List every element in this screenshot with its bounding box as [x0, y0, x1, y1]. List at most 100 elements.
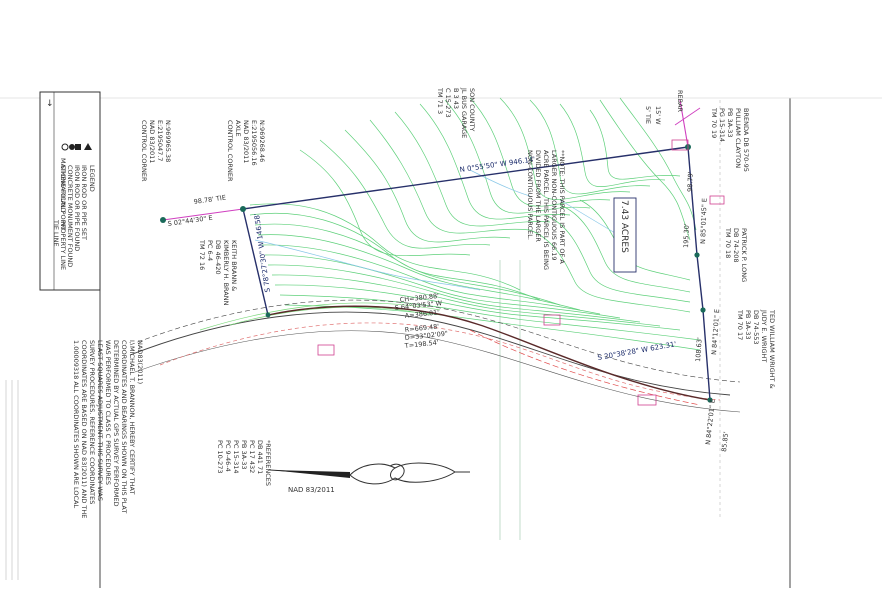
certification-block: NAD83(2011) I, MICHAEL T. BRANNON, HEREB… [72, 340, 144, 518]
owner-line: TED WILLIAM WRIGHT & [768, 309, 776, 389]
acreage-label: 7.43 ACRES [619, 200, 629, 253]
note-line: **NOTE: THIS PARCEL IS PART OF A [558, 150, 566, 264]
curve-tangent: T=198.54' [403, 338, 439, 350]
owner-line: KEITH BRANN & [230, 240, 238, 291]
owner-line: PG 15-314 [718, 108, 726, 142]
references-title: *REFERENCES [264, 440, 272, 486]
control-corner-block-1: N:969965.38 E:2195047.7 NAD 83/2011 CONT… [140, 120, 172, 182]
boundary-line-west [242, 208, 269, 316]
label-top2-distance: 85.85' [720, 431, 730, 452]
owner-line: JL BUS GARAGE [460, 87, 468, 138]
owner-line: TM 70 19 [710, 107, 718, 138]
owner-line: PATRICK P. LONG [740, 228, 748, 282]
label-tie-5: 5' TIE [644, 106, 652, 124]
legend-box: LEGEND IRON ROD OR PIPE SET IRON ROD OR … [39, 91, 101, 291]
owner-line: BRENDA DB 570-95 [742, 108, 750, 172]
cert-line: I, MICHAEL T. BRANNON, HEREBY CERTIFY TH… [128, 340, 136, 494]
note-block: **NOTE: THIS PARCEL IS PART OF A LARGER … [526, 150, 566, 270]
reference-line: DB 441 71 [256, 440, 264, 474]
circle-icon [69, 144, 75, 150]
control-line: CONTROL CORNER [226, 120, 234, 182]
label-ne1-bearing: N 85°01'45" E [699, 198, 709, 244]
owner-line: TM 70 18 [724, 227, 732, 258]
legend-item: IRON ROD OR PIPE FOUND [73, 165, 81, 251]
tie-line-marker [674, 107, 701, 126]
tie-line-west [162, 208, 244, 221]
legend-item: CONCRETE MONUMENT FOUND [66, 165, 74, 267]
label-tie-distance: 98.78' TIE [193, 194, 226, 206]
legend-title: LEGEND [88, 165, 96, 192]
nad-label: NAD 83/2011 [288, 486, 335, 494]
corner-point [240, 206, 246, 212]
open-circle-icon [61, 143, 69, 151]
cert-line: COORDINATES AND BEARINGS SHOWN ON THIS P… [120, 340, 128, 513]
cert-line: COORDINATES ARE BASED ON NAD 83(2011) AN… [80, 340, 88, 518]
boundary-line-south-curve [267, 305, 711, 401]
boundary-line-north [242, 146, 689, 210]
legend-item: TIE LINE [52, 219, 60, 247]
owner-line: TM 71 3 [436, 87, 444, 114]
reference-line: PC 9-46-4 [224, 440, 232, 472]
side-faint-text [5, 380, 19, 580]
owner-line: DB 74-553 [752, 310, 760, 345]
owner-block-brenda: BRENDA DB 570-95 PULLIAM CLAYTON PB 3A-3… [710, 107, 750, 172]
label-top-distance: 98.79' [686, 171, 695, 192]
label-tie-15: 15' W [654, 106, 662, 125]
legend-item: PROPERTY LINE [59, 220, 67, 270]
references-block: *REFERENCES DB 441 71 PC 17 432 PB 3A-33… [216, 440, 272, 486]
corner-point [265, 312, 271, 318]
curve-arc: A=386.01' [404, 308, 439, 320]
legend-item: MATHEMATICAL POINT [59, 158, 67, 230]
label-bearing-south: S 20°38'28" W 623.31' [597, 340, 677, 362]
acreage-box: 7.43 ACRES [613, 197, 637, 273]
corner-point [707, 397, 713, 403]
square-icon [75, 144, 81, 150]
cert-line: SURVEY PROCEDURES. REFERENCE COORDINATES [88, 340, 96, 504]
label-top2-bearing: N 84°22'01" E [704, 399, 717, 446]
owner-block-patrick: PATRICK P. LONG DB 74-208 TM 70 18 [724, 227, 748, 282]
control-corner-point [160, 217, 166, 223]
owner-line: DB 46-420 [214, 240, 222, 275]
corner-point [694, 252, 700, 258]
tie-line-north [679, 99, 689, 148]
label-ne2-distance: 108.63' [694, 337, 704, 362]
owner-line: TM 72 16 [198, 239, 206, 270]
label-ne1-distance: 195.30' [682, 223, 691, 248]
owner-line: PULLIAM CLAYTON [734, 108, 742, 168]
label-bearing-north: N 0°55'50" W 946.14' [459, 155, 536, 174]
control-line: CONTROL CORNER [140, 120, 148, 182]
owner-block-ted: TED WILLIAM WRIGHT & JUDY E. WRIGHT DB 7… [736, 309, 776, 389]
control-line: NAD 83/2011 [242, 120, 250, 163]
label-bearing-west: S 78°27'30" W 146.58' [253, 213, 272, 293]
control-corner-block-2: N:969268.46 E:2195056.16 NAD 83/2011 AXL… [226, 120, 266, 182]
owner-line: JUDY E. WRIGHT [760, 309, 768, 362]
control-line: AXLE [234, 120, 242, 137]
cert-line: LEAST SQUARES ADJUSTMENT. THIS SURVEY WA… [96, 340, 104, 501]
note-line: LARGER NON-CONTIGUOUS 66.19 [550, 150, 558, 261]
owner-block-top: SON COUNTY JL BUS GARAGE B 3 43 C 15-273… [436, 87, 476, 138]
owner-line: TM 70 17 [736, 309, 744, 340]
control-line: N:969268.46 [258, 120, 266, 162]
owner-line: DB 74-208 [732, 228, 740, 263]
cert-line: WAS PERFORMED TO CLASS C PROCEDURES [104, 340, 112, 485]
legend-item: STONE FOUND [59, 165, 67, 213]
control-line: N:969965.38 [164, 120, 172, 162]
note-line: ACRE PARCEL. THIS PARCEL IS BEING [542, 150, 550, 270]
label-rebar: REBAR [676, 90, 684, 113]
detail-markers [317, 139, 725, 406]
reference-line: PC 15-314 [232, 440, 240, 474]
owner-line: B 3 43 [452, 88, 460, 109]
label-ne2-bearing: N 84°12'01" E [710, 309, 721, 355]
triangle-icon [84, 143, 92, 150]
reference-line: PC 17 432 [248, 440, 256, 473]
owner-line: C 15-273 [444, 88, 452, 118]
control-line: E:2195047.7 [156, 120, 164, 161]
boundary-line-east [687, 146, 711, 401]
compass-arrow-icon: ↓ [46, 99, 54, 109]
owner-line: PB 3A-33 [726, 108, 734, 138]
owner-line: PC 6-4 [206, 240, 214, 261]
control-line: E:2195056.16 [250, 120, 258, 166]
note-line: NON-CONTIGUOUS PARCEL. [526, 150, 534, 240]
